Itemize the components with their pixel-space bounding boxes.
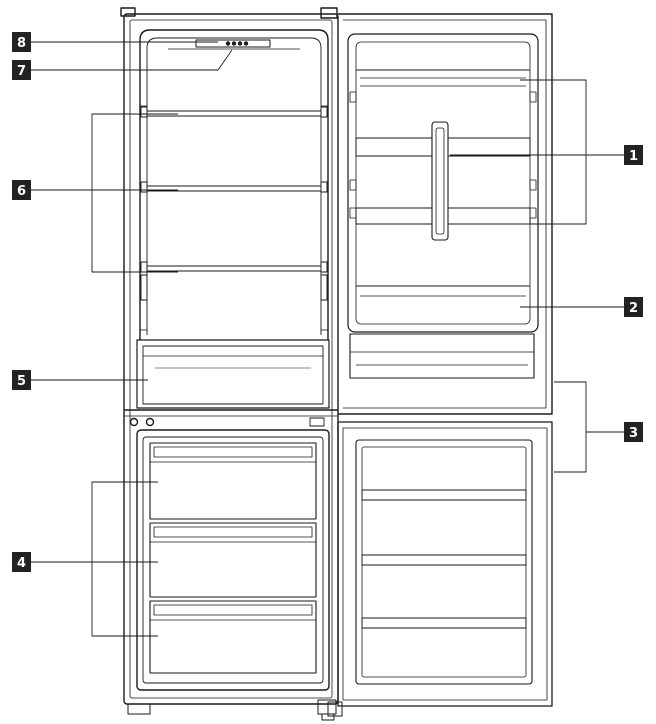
callout-label-4: 4 <box>17 556 26 571</box>
cabinet-body <box>120 7 339 721</box>
thermostat-light-unit <box>168 39 300 50</box>
callout-label-3: 3 <box>629 426 638 441</box>
callout-badge-1: 1 <box>624 145 643 165</box>
freezer-compartment <box>136 429 330 691</box>
glass-shelves <box>140 106 328 301</box>
callout-badge-5: 5 <box>12 370 31 390</box>
freezer-door <box>327 421 553 717</box>
callout-badge-8: 8 <box>12 32 31 52</box>
callout-badge-6: 6 <box>12 180 31 200</box>
callout-badge-3: 3 <box>624 422 643 442</box>
callout-badge-4: 4 <box>12 552 31 572</box>
door-balconies <box>355 121 531 241</box>
freezer-drawers <box>149 442 317 674</box>
callout-label-5: 5 <box>17 374 26 389</box>
crisper-drawer <box>136 339 330 409</box>
fridge-door <box>338 13 553 415</box>
callout-label-8: 8 <box>17 36 26 51</box>
callout-badge-2: 2 <box>624 297 643 317</box>
callout-label-6: 6 <box>17 184 26 199</box>
fridge-compartment <box>139 29 329 340</box>
callout-label-2: 2 <box>629 301 638 316</box>
callout-badge-7: 7 <box>12 60 31 80</box>
callout-label-1: 1 <box>629 149 638 164</box>
callout-label-7: 7 <box>17 64 26 79</box>
leader-lines <box>31 41 624 637</box>
